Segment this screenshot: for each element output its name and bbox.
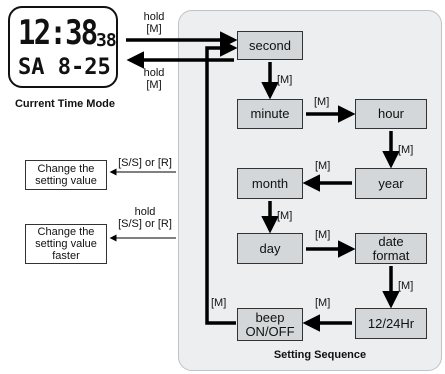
step-12-24hr: 12/24Hr (355, 308, 427, 339)
label-m-8: [M] (315, 297, 331, 309)
label-hold-ss-or-r: hold [S/S] or [R] (118, 206, 172, 230)
step-second: second (237, 31, 303, 60)
step-day: day (237, 233, 303, 264)
watch-day-date: SA 8-25 (18, 55, 111, 80)
label-hold-m-bottom: hold [M] (143, 67, 165, 91)
arrow-beep-second (205, 39, 238, 325)
label-m-4: [M] (315, 160, 331, 172)
label-m-5: [M] (277, 210, 293, 222)
step-hour: hour (355, 99, 427, 129)
setting-sequence-title: Setting Sequence (273, 349, 367, 361)
label-m-3: [M] (398, 144, 414, 156)
watch-display: 12:38 38 SA 8-25 (8, 6, 118, 88)
label-hold-m-top: hold [M] (143, 11, 165, 35)
step-date-format: date format (355, 233, 427, 264)
watch-time: 12:38 (18, 13, 98, 53)
label-ss-or-r: [S/S] or [R] (118, 157, 172, 169)
step-year: year (355, 168, 427, 199)
watch-seconds: 38 (96, 30, 117, 51)
current-time-mode-caption: Current Time Mode (14, 98, 116, 110)
change-faster-box: Change the setting value faster (25, 224, 107, 264)
label-m-1: [M] (277, 74, 293, 86)
step-month: month (237, 168, 303, 199)
label-m-2: [M] (314, 96, 330, 108)
change-value-box: Change the setting value (25, 160, 107, 190)
step-minute: minute (237, 99, 303, 129)
label-m-7: [M] (398, 280, 414, 292)
label-m-6: [M] (315, 229, 331, 241)
label-m-9: [M] (211, 297, 227, 309)
